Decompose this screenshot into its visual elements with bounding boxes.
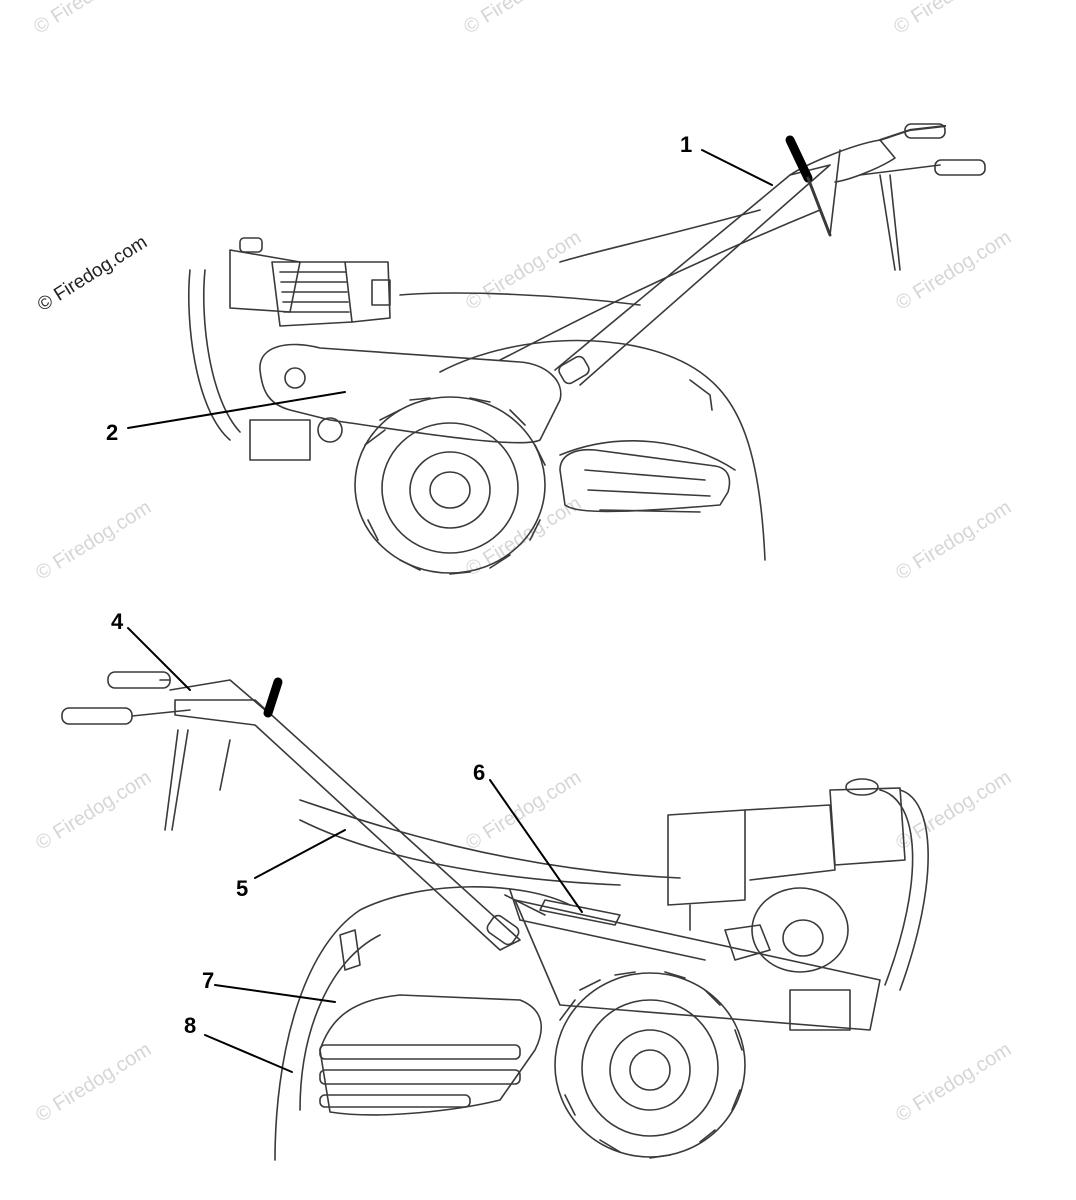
belt-guard [259,343,562,444]
tiller-top-view [188,123,986,575]
tiller-bottom-view [61,671,929,1161]
callout-2: 2 [106,420,119,445]
callout-5: 5 [236,876,249,901]
handlebar-top [499,123,986,411]
callout-8: 8 [184,1013,197,1038]
wheel-bottom [554,971,746,1159]
callout-6: 6 [473,760,486,785]
tine-shield [319,994,542,1116]
callout-1: 1 [680,132,693,157]
callout-7: 7 [202,968,215,993]
engine [667,778,929,991]
wheel-top [354,396,546,575]
engine [188,237,641,441]
shift-lever-bottom [263,677,283,718]
tine-hood [274,886,571,1161]
frame [514,899,881,1031]
tine-hood [439,339,766,561]
tine-shield [559,448,731,513]
handlebar-bottom [61,671,681,951]
leader-lines [127,149,773,1073]
shift-lever-top [785,135,813,183]
callout-4: 4 [111,609,124,634]
depth-bar [539,899,621,926]
